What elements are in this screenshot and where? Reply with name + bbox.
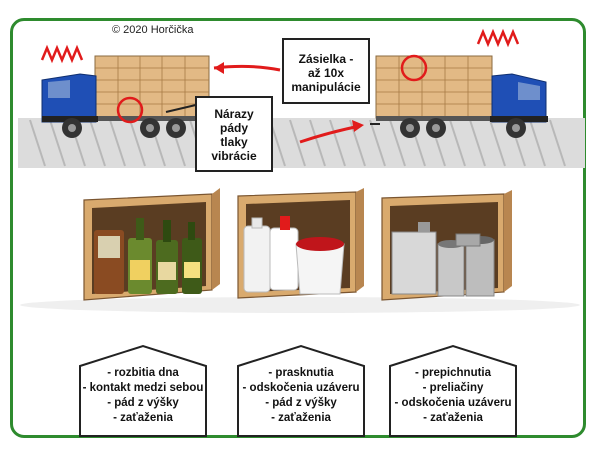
callout-impacts: Nárazy pády tlaky vibrácie <box>195 96 273 172</box>
callout-line: až 10x <box>307 66 345 80</box>
callout-line: Nárazy <box>214 107 254 121</box>
risk-item: - preliačiny <box>422 382 484 394</box>
damage-marker-right <box>400 54 428 82</box>
risk-item: - odskočenia uzáveru <box>394 397 512 409</box>
risk-item: - zaťaženia <box>113 412 173 424</box>
risk-item: - zaťaženia <box>271 412 331 424</box>
house-label-shape <box>237 344 365 437</box>
carton-containers <box>237 188 364 299</box>
callout-line: pády <box>219 121 248 135</box>
risk-label-cans: - prepichnutia - preliačiny - odskočenia… <box>388 344 518 438</box>
risk-item: - prasknutia <box>268 367 334 379</box>
house-label-shape <box>389 344 517 437</box>
vibration-icon-left <box>40 44 84 64</box>
truck-left <box>40 44 210 138</box>
risk-item: - kontakt medzi sebou <box>82 382 204 394</box>
risk-item: - zaťaženia <box>423 412 483 424</box>
risk-item: - odskočenia uzáveru <box>242 382 360 394</box>
risk-label-bottles: - rozbitia dna - kontakt medzi sebou - p… <box>78 344 208 438</box>
carton-bottles <box>83 188 220 301</box>
risk-item: - rozbitia dna <box>107 367 179 379</box>
risk-item: - prepichnutia <box>414 367 492 379</box>
risk-item: - pád z výšky <box>265 397 337 409</box>
callout-line: tlaky <box>220 135 248 149</box>
vibration-icon-right <box>476 28 520 48</box>
truck-right <box>375 28 548 138</box>
callout-line: manipulácie <box>291 80 361 94</box>
callout-line: Zásielka - <box>298 52 354 66</box>
risk-label-containers: - prasknutia - odskočenia uzáveru - pád … <box>236 344 366 438</box>
damage-marker-left <box>116 96 144 124</box>
risk-item: - pád z výšky <box>107 397 179 409</box>
carton-cans <box>381 190 512 301</box>
house-label-shape <box>79 344 207 437</box>
callout-shipment: Zásielka - až 10x manipulácie <box>282 38 370 104</box>
callout-line: vibrácie <box>211 149 257 163</box>
copyright: © 2020 Horčička <box>108 24 198 36</box>
